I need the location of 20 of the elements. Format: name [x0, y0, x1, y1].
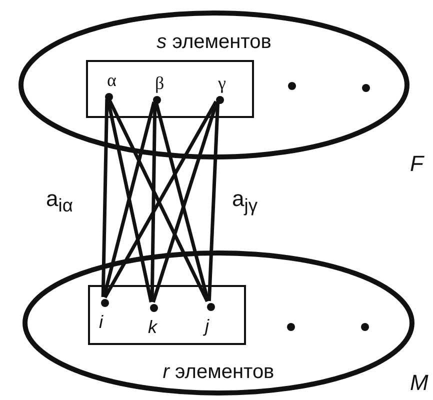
point-label: β — [155, 74, 164, 92]
point-dot — [362, 84, 370, 92]
connector-line — [152, 101, 218, 303]
connector-line — [154, 101, 210, 302]
set-label: s элементов — [156, 32, 272, 52]
subset-box — [86, 60, 254, 118]
point-label: i — [99, 313, 103, 331]
point-label: k — [148, 318, 157, 336]
point-dot — [287, 323, 295, 331]
point-label: j — [205, 317, 209, 335]
point-dot — [361, 323, 369, 331]
set-name: M — [410, 372, 428, 394]
point-dot — [288, 82, 296, 90]
point-label: α — [107, 71, 116, 89]
connector-line — [101, 98, 109, 298]
set-label: r элементов — [162, 362, 276, 382]
connector-line — [207, 102, 220, 302]
set-name: F — [410, 153, 424, 175]
point-label: γ — [218, 74, 226, 92]
subset-box — [88, 285, 246, 345]
